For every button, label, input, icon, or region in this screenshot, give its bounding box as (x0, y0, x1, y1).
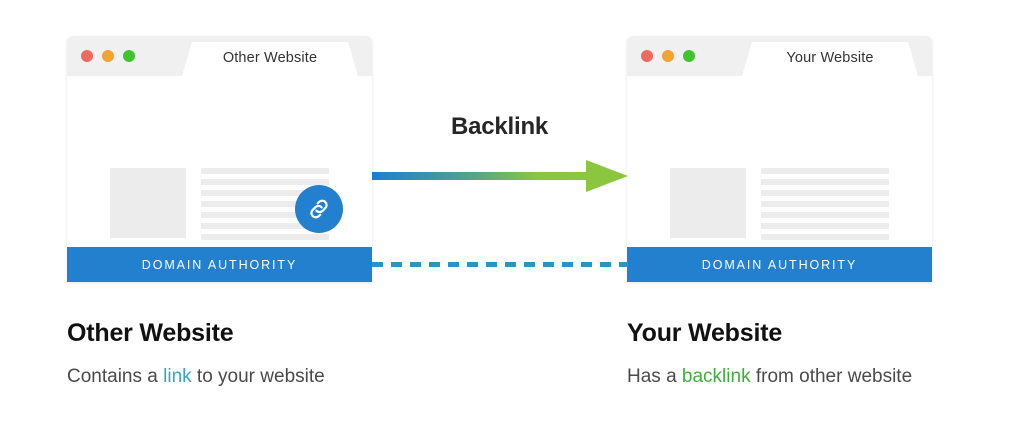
content-line (761, 212, 889, 218)
caption-text-before: Contains a (67, 365, 164, 387)
caption-title: Other Website (67, 319, 234, 347)
close-dot-icon[interactable] (641, 50, 653, 62)
content-line (201, 234, 329, 240)
dashed-line (372, 262, 628, 267)
content-line (761, 190, 889, 196)
content-text-lines (201, 168, 329, 240)
browser-titlebar: Other Website (67, 36, 372, 76)
caption-highlight-backlink[interactable]: backlink (681, 365, 751, 387)
minimize-dot-icon[interactable] (662, 50, 674, 62)
link-badge[interactable] (295, 185, 343, 233)
content-line (201, 212, 329, 218)
content-text-lines (761, 168, 889, 240)
caption-text-after: from other website (750, 365, 913, 387)
browser-titlebar: Your Website (627, 36, 932, 76)
caption-subtitle: Has a backlink from other website (627, 366, 1024, 389)
maximize-dot-icon[interactable] (123, 50, 135, 62)
domain-authority-connector (372, 262, 628, 267)
caption-title: Your Website (627, 319, 783, 347)
content-image-placeholder (110, 168, 186, 238)
browser-tab-title: Other Website (222, 50, 318, 66)
close-dot-icon[interactable] (81, 50, 93, 62)
minimize-dot-icon[interactable] (102, 50, 114, 62)
domain-authority-label: DOMAIN AUTHORITY (701, 257, 858, 272)
browser-tab-other-website[interactable]: Other Website (182, 42, 358, 76)
backlink-arrow (372, 156, 628, 196)
maximize-dot-icon[interactable] (683, 50, 695, 62)
content-line (201, 223, 329, 229)
browser-tab-title: Your Website (786, 50, 874, 66)
caption-subtitle: Contains a link to your website (67, 366, 487, 389)
content-line (201, 179, 329, 185)
browser-tab-your-website[interactable]: Your Website (742, 42, 918, 76)
caption-highlight-link[interactable]: link (163, 365, 192, 387)
domain-authority-bar: DOMAIN AUTHORITY (67, 247, 372, 282)
backlink-label: Backlink (450, 113, 549, 140)
caption-text-before: Has a (627, 365, 682, 387)
content-line (201, 201, 329, 207)
content-image-placeholder (670, 168, 746, 238)
content-line (761, 234, 889, 240)
traffic-light-dots (81, 50, 135, 62)
chain-link-icon (306, 196, 332, 222)
caption-your-website: Your Website Has a backlink from other w… (627, 319, 1024, 389)
content-line (761, 201, 889, 207)
content-line (201, 168, 329, 174)
caption-other-website: Other Website Contains a link to your we… (67, 319, 487, 389)
domain-authority-bar: DOMAIN AUTHORITY (627, 247, 932, 282)
browser-window-other-website: Other Website (67, 36, 372, 282)
content-line (201, 190, 329, 196)
domain-authority-label: DOMAIN AUTHORITY (141, 257, 298, 272)
browser-window-your-website: Your Website DOMAIN AUTHORITY (627, 36, 932, 282)
content-line (761, 179, 889, 185)
caption-text-after: to your website (191, 365, 325, 387)
content-line (761, 223, 889, 229)
traffic-light-dots (641, 50, 695, 62)
content-line (761, 168, 889, 174)
